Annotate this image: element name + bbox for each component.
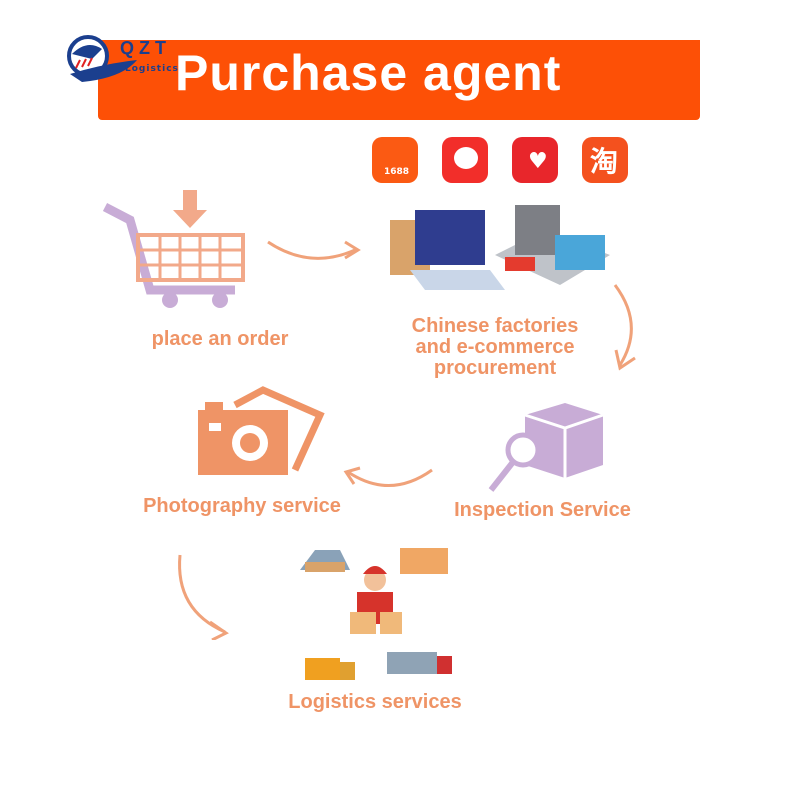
logo-globe-icon [67, 35, 137, 82]
taobao-app-icon: 淘 [582, 137, 628, 183]
1688-app-icon: 1688 [372, 137, 418, 183]
step-factories-procurement: Chinese factories and e-commerce procure… [411, 315, 579, 379]
step-photography-service: Photography service [143, 495, 341, 517]
logo-name: QZT [120, 38, 171, 58]
title-banner [98, 40, 700, 120]
pinduoduo-app-icon: ♥ [512, 137, 558, 183]
step-place-order: place an order [151, 328, 289, 350]
jd-app-icon [442, 137, 488, 183]
camera-icon [198, 386, 325, 475]
arrow-right-icon [267, 240, 361, 260]
laptop-warehouse-illustration [390, 205, 610, 290]
step-logistics-services: Logistics services [288, 691, 462, 713]
arrow-down-icon [613, 284, 636, 371]
arrow-down-right-icon [178, 554, 229, 640]
shopping-cart-icon [102, 190, 245, 308]
inspection-box-icon [488, 403, 604, 492]
step-inspection-service: Inspection Service [454, 499, 631, 521]
arrow-left-icon [343, 466, 433, 487]
logistics-worker-illustration [300, 548, 452, 680]
page-title: Purchase agent [175, 45, 562, 101]
logo-subtitle: Logistics [125, 64, 179, 74]
